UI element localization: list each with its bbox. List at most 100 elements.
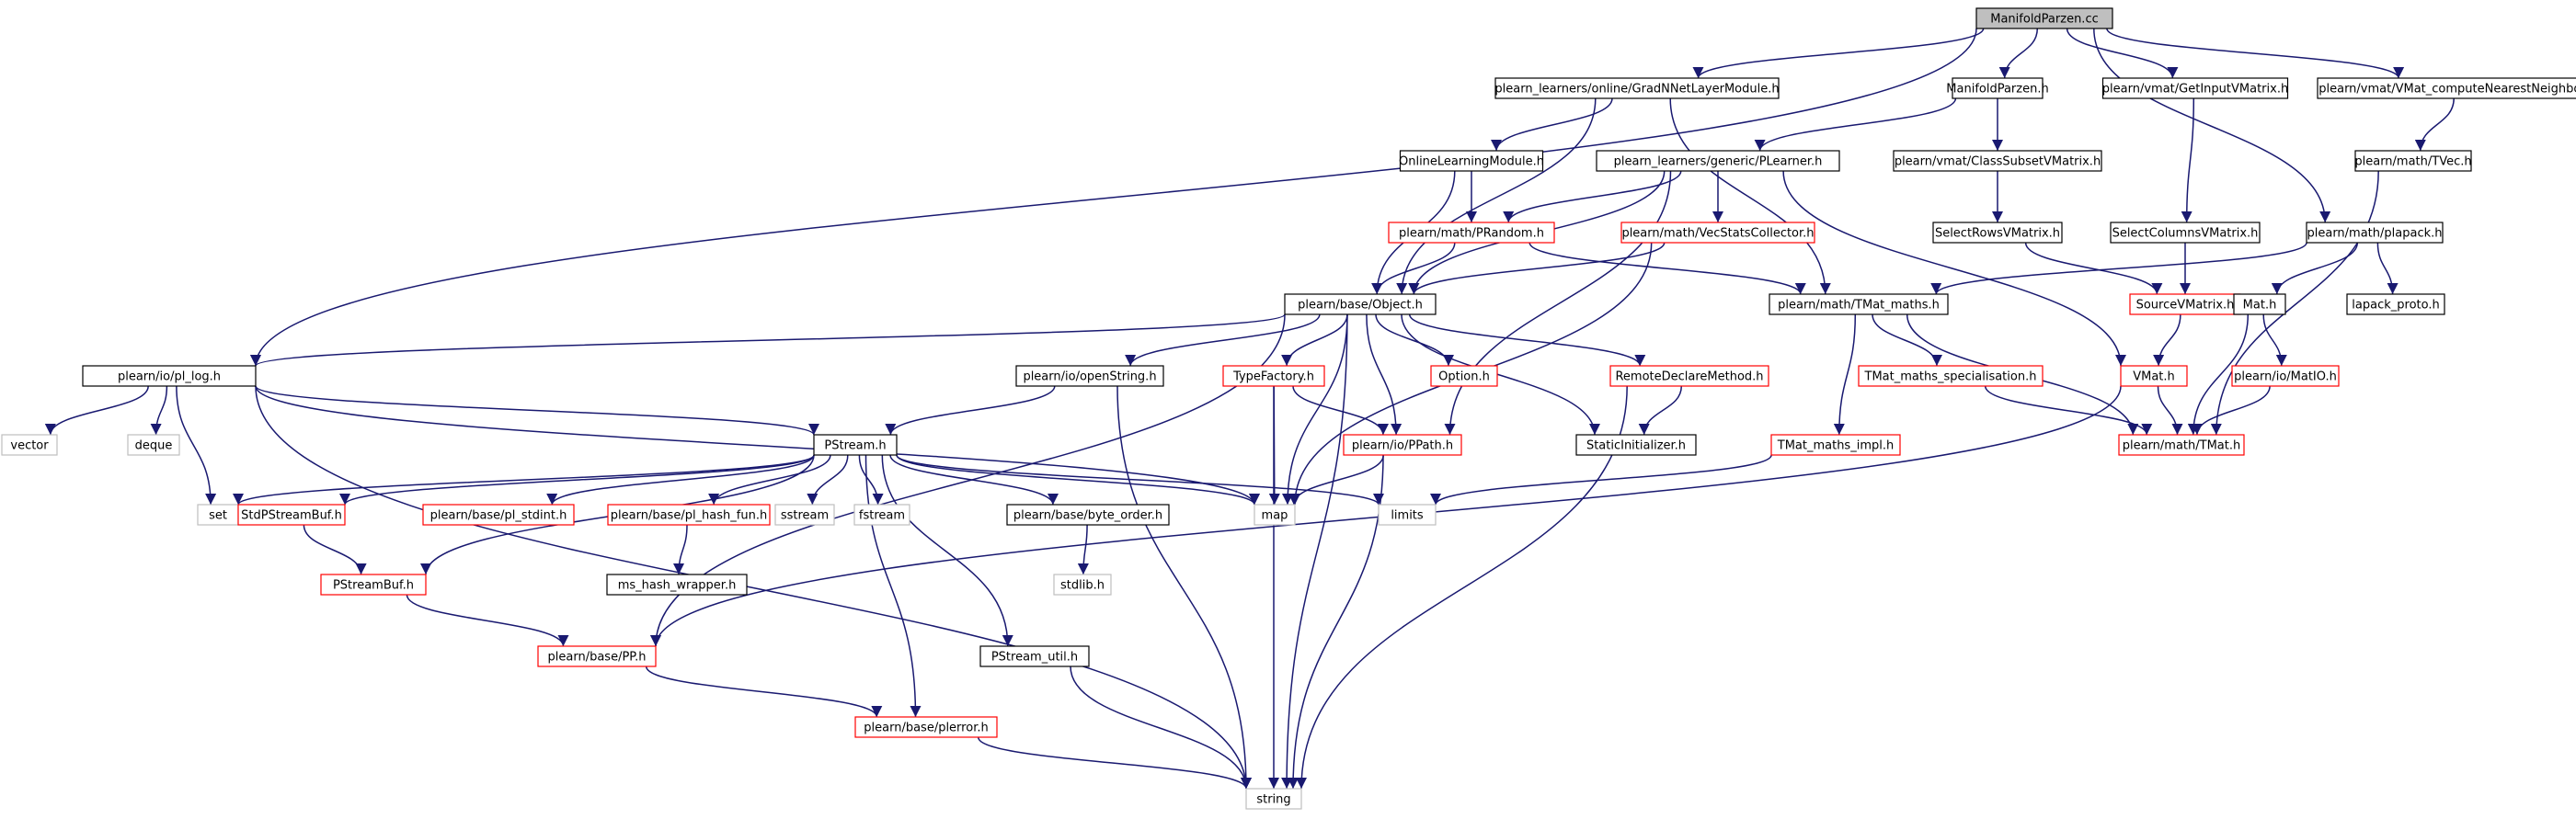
- edge-object-to-string: [1281, 313, 1348, 790]
- node-box: [853, 504, 910, 526]
- node-object[interactable]: plearn/base/Object.h: [1284, 293, 1437, 315]
- node-statinit[interactable]: StaticInitializer.h: [1575, 434, 1697, 456]
- edge-pstream-to-plstdint: [546, 454, 815, 506]
- edge-tmm-to-tms: [1872, 313, 1942, 367]
- node-box: [1858, 365, 2044, 387]
- node-box: [1378, 504, 1437, 526]
- node-box: [606, 574, 748, 596]
- node-tfact[interactable]: TypeFactory.h: [1222, 365, 1325, 387]
- node-plerror[interactable]: plearn/base/plerror.h: [854, 716, 998, 738]
- edge-pstream-to-set: [233, 454, 815, 506]
- node-vsc[interactable]: plearn/math/VecStatsCollector.h: [1620, 222, 1815, 244]
- node-matio[interactable]: plearn/io/MatIO.h: [2231, 365, 2340, 387]
- edge-plearner-to-ppath: [1444, 170, 1672, 436]
- edge-pstream-to-map: [896, 454, 1260, 506]
- node-box: [1245, 788, 1302, 810]
- edge-pstream-to-sstream: [807, 454, 849, 506]
- edge-root-to-plapack: [2093, 28, 2331, 223]
- node-spsb[interactable]: StdPStreamBuf.h: [237, 504, 346, 526]
- node-prandom[interactable]: plearn/math/PRandom.h: [1388, 222, 1555, 244]
- node-tmi[interactable]: TMat_maths_impl.h: [1770, 434, 1901, 456]
- node-vmat[interactable]: VMat.h: [2120, 365, 2188, 387]
- node-box: [607, 504, 771, 526]
- node-plstdint[interactable]: plearn/base/pl_stdint.h: [422, 504, 575, 526]
- node-vcnn[interactable]: plearn/vmat/VMat_computeNearestNeighbors…: [2317, 77, 2576, 99]
- edge-gin-to-scvm: [2181, 97, 2195, 223]
- node-box: [813, 434, 898, 456]
- node-gin[interactable]: plearn/vmat/GetInputVMatrix.h: [2102, 77, 2288, 99]
- edge-vcnn-to-tvec: [2414, 97, 2455, 152]
- node-option[interactable]: Option.h: [1430, 365, 1498, 387]
- node-box: [2110, 222, 2261, 244]
- edge-border-to-stdlib: [1077, 524, 1089, 575]
- node-label: plearn/base/PP.h: [548, 651, 647, 665]
- node-mph[interactable]: ManifoldParzen.h: [1946, 77, 2049, 99]
- node-label: plearn/io/PPath.h: [1352, 439, 1453, 453]
- node-box: [1575, 434, 1697, 456]
- node-label: plearn/base/pl_hash_fun.h: [611, 509, 767, 523]
- node-root[interactable]: ManifoldParzen.cc: [1975, 7, 2113, 29]
- node-label: set: [209, 509, 227, 523]
- node-box: [1254, 504, 1296, 526]
- edge-plapack-to-tmm: [1930, 242, 2307, 295]
- node-olm[interactable]: OnlineLearningModule.h: [1399, 150, 1544, 172]
- node-box: [2118, 434, 2245, 456]
- edge-pstream-to-limits: [896, 454, 1384, 506]
- node-mshash[interactable]: ms_hash_wrapper.h: [606, 574, 748, 596]
- node-string[interactable]: string: [1245, 788, 1302, 810]
- node-stdlib[interactable]: stdlib.h: [1053, 574, 1112, 596]
- edge-pllog-to-string: [255, 385, 1252, 790]
- node-sstream[interactable]: sstream: [774, 504, 835, 526]
- node-scvm[interactable]: SelectColumnsVMatrix.h: [2110, 222, 2261, 244]
- node-label: plearn_learners/generic/PLearner.h: [1614, 155, 1823, 169]
- node-set[interactable]: set: [197, 504, 239, 526]
- node-tmm[interactable]: plearn/math/TMat_maths.h: [1769, 293, 1949, 315]
- node-box: [1893, 150, 2102, 172]
- node-label: plearn/base/byte_order.h: [1013, 509, 1162, 523]
- node-svm[interactable]: SourceVMatrix.h: [2129, 293, 2241, 315]
- node-lapack[interactable]: lapack_proto.h: [2346, 293, 2445, 315]
- node-deque[interactable]: deque: [127, 434, 180, 456]
- node-box: [1770, 434, 1901, 456]
- node-tvec[interactable]: plearn/math/TVec.h: [2354, 150, 2472, 172]
- node-box: [1015, 365, 1164, 387]
- node-label: map: [1262, 509, 1288, 523]
- node-box: [1932, 222, 2063, 244]
- node-box: [2231, 365, 2340, 387]
- node-rdm[interactable]: RemoteDeclareMethod.h: [1609, 365, 1769, 387]
- node-vector[interactable]: vector: [1, 434, 58, 456]
- node-label: PStream_util.h: [991, 651, 1078, 665]
- node-csvm[interactable]: plearn/vmat/ClassSubsetVMatrix.h: [1893, 150, 2102, 172]
- node-srvm[interactable]: SelectRowsVMatrix.h: [1932, 222, 2063, 244]
- node-ppath[interactable]: plearn/io/PPath.h: [1343, 434, 1462, 456]
- node-label: plearn/math/VecStatsCollector.h: [1621, 227, 1814, 241]
- node-box: [1388, 222, 1555, 244]
- node-label: plearn/math/PRandom.h: [1399, 227, 1544, 241]
- edge-plearner-to-prandom: [1503, 170, 1682, 223]
- node-tmat[interactable]: plearn/math/TMat.h: [2118, 434, 2245, 456]
- node-plhash[interactable]: plearn/base/pl_hash_fun.h: [607, 504, 771, 526]
- node-grad[interactable]: plearn_learners/online/GradNNetLayerModu…: [1494, 77, 1780, 99]
- node-pp[interactable]: plearn/base/PP.h: [537, 645, 657, 667]
- node-math[interactable]: Mat.h: [2233, 293, 2286, 315]
- node-pllog[interactable]: plearn/io/pl_log.h: [82, 365, 257, 387]
- node-label: vector: [10, 439, 49, 453]
- edge-plerror-to-string: [977, 736, 1252, 790]
- node-box: [1609, 365, 1769, 387]
- node-psutil[interactable]: PStream_util.h: [979, 645, 1090, 667]
- node-label: VMat.h: [2133, 370, 2175, 384]
- node-plapack[interactable]: plearn/math/plapack.h: [2306, 222, 2444, 244]
- node-limits[interactable]: limits: [1378, 504, 1437, 526]
- node-psb[interactable]: PStreamBuf.h: [320, 574, 427, 596]
- node-border[interactable]: plearn/base/byte_order.h: [1006, 504, 1170, 526]
- edge-vmat-to-tmat: [2157, 385, 2183, 436]
- edge-object-to-statinit: [1401, 313, 1600, 436]
- edge-pp-to-plerror: [645, 665, 883, 718]
- node-map[interactable]: map: [1254, 504, 1296, 526]
- node-fstream[interactable]: fstream: [853, 504, 910, 526]
- node-tms[interactable]: TMat_maths_specialisation.h: [1858, 365, 2044, 387]
- node-pstream[interactable]: PStream.h: [813, 434, 898, 456]
- node-box: [979, 645, 1090, 667]
- node-openstr[interactable]: plearn/io/openString.h: [1015, 365, 1164, 387]
- node-plearner[interactable]: plearn_learners/generic/PLearner.h: [1596, 150, 1840, 172]
